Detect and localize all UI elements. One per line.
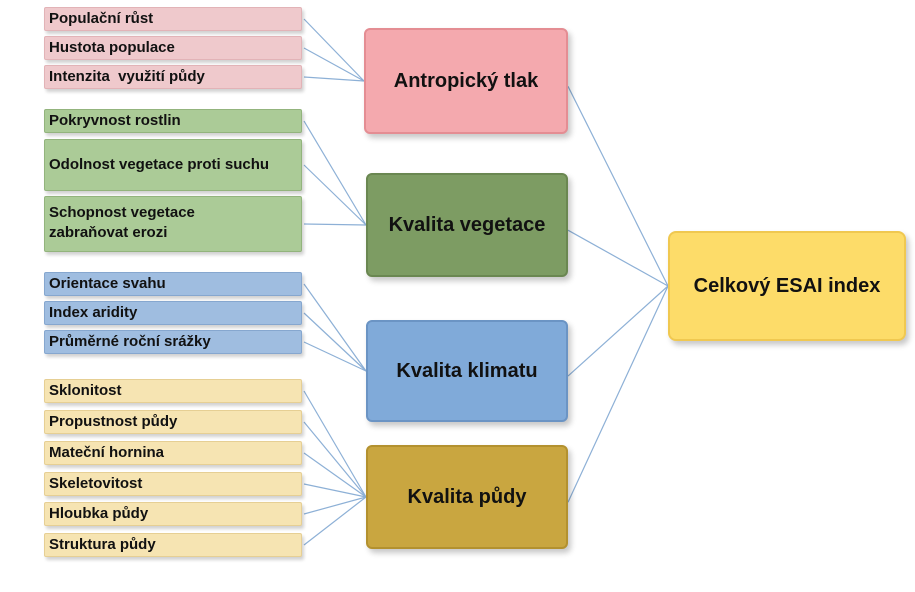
leaf-populacni-rust: Populační růst [44, 7, 302, 31]
leaf-pokryvnost-rostlin: Pokryvnost rostlin [44, 109, 302, 133]
connector-leaf-intenzita-vyuziti-pudy [303, 76, 365, 82]
leaf-hustota-populace: Hustota populace [44, 36, 302, 60]
connector-leaf-skeletovitost [303, 483, 367, 498]
category-kvalita-vegetace: Kvalita vegetace [366, 173, 568, 277]
connector-leaf-sklonitost [303, 390, 367, 498]
root-celkovy-esai-index: Celkový ESAI index [668, 231, 906, 341]
category-antropicky-tlak: Antropický tlak [364, 28, 568, 134]
connector-leaf-schopnost-vegetace [303, 223, 367, 226]
leaf-index-aridity: Index aridity [44, 301, 302, 325]
connector-leaf-hloubka-pudy [303, 496, 367, 515]
category-kvalita-klimatu: Kvalita klimatu [366, 320, 568, 422]
leaf-propustnost-pudy: Propustnost půdy [44, 410, 302, 434]
leaf-matecni-hornina: Mateční hornina [44, 441, 302, 465]
leaf-skeletovitost: Skeletovitost [44, 472, 302, 496]
connector-leaf-hustota-populace [303, 47, 365, 82]
category-kvalita-pudy: Kvalita půdy [366, 445, 568, 549]
connector-leaf-pokryvnost-rostlin [303, 120, 367, 226]
leaf-intenzita-vyuziti-pudy: Intenzita využití půdy [44, 65, 302, 89]
connector-category-kvalita-pudy [567, 285, 669, 503]
connector-leaf-prumerne-rocni-srazky [303, 341, 367, 372]
connector-leaf-propustnost-pudy [303, 421, 367, 498]
connector-category-kvalita-vegetace [567, 229, 669, 287]
connector-leaf-orientace-svahu [303, 283, 367, 372]
leaf-odolnost-vegetace: Odolnost vegetace proti suchu [44, 139, 302, 191]
connector-category-antropicky-tlak [567, 86, 669, 287]
leaf-struktura-pudy: Struktura půdy [44, 533, 302, 557]
connector-leaf-index-aridity [303, 312, 367, 372]
leaf-prumerne-rocni-srazky: Průměrné roční srážky [44, 330, 302, 354]
leaf-orientace-svahu: Orientace svahu [44, 272, 302, 296]
connector-leaf-struktura-pudy [303, 496, 367, 546]
leaf-sklonitost: Sklonitost [44, 379, 302, 403]
connector-category-kvalita-klimatu [567, 285, 669, 377]
leaf-schopnost-vegetace: Schopnost vegetace zabraňovat erozi [44, 196, 302, 252]
leaf-hloubka-pudy: Hloubka půdy [44, 502, 302, 526]
connector-leaf-odolnost-vegetace [303, 164, 367, 226]
connector-leaf-populacni-rust [303, 18, 365, 82]
connector-leaf-matecni-hornina [303, 452, 367, 498]
